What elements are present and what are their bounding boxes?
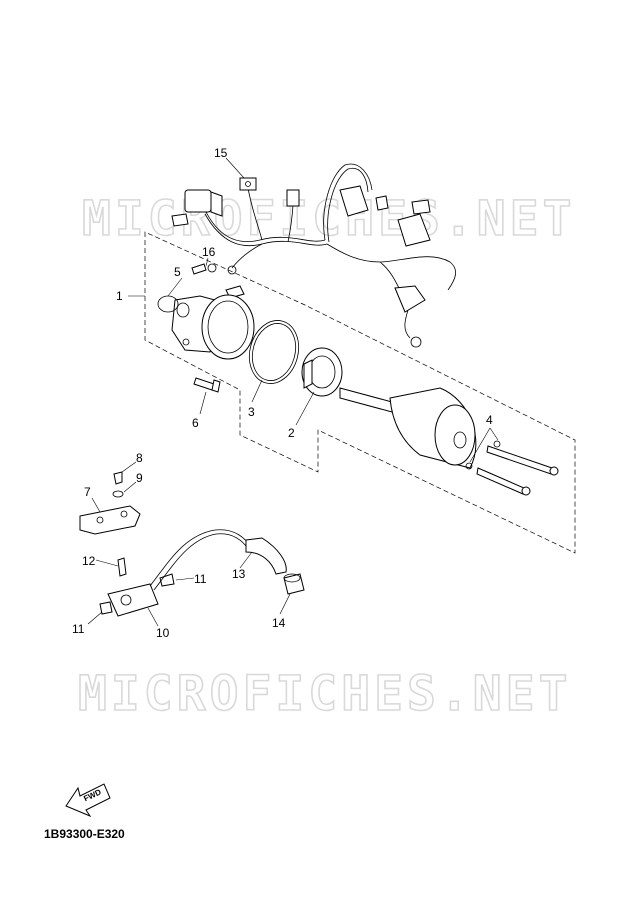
watermark-bottom: MICROFICHES.NET [78, 666, 571, 722]
bolt-6 [193, 377, 221, 393]
callout-9: 9 [136, 471, 143, 485]
callout-12: 12 [82, 554, 96, 568]
through-bolts [465, 440, 559, 496]
screw-12 [117, 557, 127, 577]
callout-15: 15 [214, 146, 228, 160]
screw-16 [191, 263, 217, 275]
callout-5: 5 [174, 265, 181, 279]
leader-lines [87, 157, 499, 627]
callout-13: 13 [232, 567, 246, 581]
washer-9 [112, 490, 124, 498]
callout-4: 4 [486, 413, 493, 427]
wire-harness [171, 163, 457, 348]
plug-cap [283, 573, 305, 595]
starter-end-cover [171, 294, 255, 360]
callout-11b: 11 [72, 622, 85, 636]
callout-8: 8 [136, 451, 143, 465]
callout-6: 6 [192, 416, 199, 430]
screw-8 [113, 471, 123, 485]
callout-16: 16 [202, 245, 216, 259]
ignition-coil [99, 529, 287, 617]
watermark-top: MICROFICHES.NET [82, 191, 575, 247]
callout-1: 1 [116, 289, 123, 303]
callout-14: 14 [272, 616, 286, 630]
assembly-boundary [144, 231, 576, 554]
brush-holder [301, 347, 343, 397]
callout-10: 10 [156, 626, 170, 640]
o-ring-large [248, 320, 300, 384]
callout-7: 7 [84, 485, 91, 499]
callout-2: 2 [288, 426, 295, 440]
callout-3: 3 [248, 405, 255, 419]
callout-11a: 11 [194, 572, 207, 586]
starter-motor-body [339, 387, 477, 469]
diagram-code: 1B93300-E320 [44, 827, 125, 841]
bracket [79, 505, 141, 535]
fwd-arrow-icon: FWD [65, 783, 111, 818]
